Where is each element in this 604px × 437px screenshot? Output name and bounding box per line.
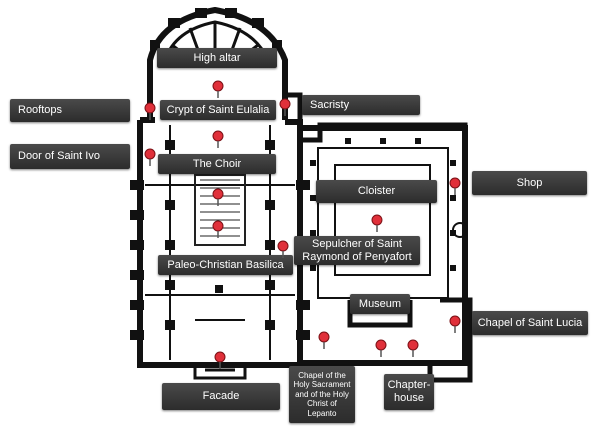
map-pin-icon[interactable]: [212, 80, 224, 98]
map-pin-icon[interactable]: [375, 339, 387, 357]
map-pin-icon[interactable]: [318, 331, 330, 349]
facade-entrance: [193, 365, 247, 380]
label-the-choir[interactable]: The Choir: [158, 154, 276, 174]
map-pin-icon[interactable]: [449, 315, 461, 333]
map-pin-icon[interactable]: [212, 188, 224, 206]
label-chapel-saint-lucia[interactable]: Chapel of Saint Lucia: [472, 311, 588, 335]
label-sacristy[interactable]: Sacristy: [302, 95, 420, 115]
map-pin-icon[interactable]: [214, 351, 226, 369]
label-crypt-saint-eulalia[interactable]: Crypt of Saint Eulalia: [160, 100, 276, 120]
map-pin-icon[interactable]: [371, 214, 383, 232]
label-museum[interactable]: Museum: [350, 294, 410, 314]
label-shop[interactable]: Shop: [472, 171, 587, 195]
corner-tower: [452, 222, 468, 238]
label-paleo-christian-basilica[interactable]: Paleo-Christian Basilica: [158, 255, 293, 275]
map-pin-icon[interactable]: [407, 339, 419, 357]
nave-columns: [165, 140, 275, 330]
label-chapter-house[interactable]: Chapter- house: [384, 374, 434, 410]
map-pin-icon[interactable]: [212, 130, 224, 148]
label-rooftops[interactable]: Rooftops: [10, 99, 130, 122]
map-pin-icon[interactable]: [279, 98, 291, 116]
map-pin-icon[interactable]: [144, 102, 156, 120]
label-facade[interactable]: Facade: [162, 383, 280, 410]
map-pin-icon[interactable]: [449, 177, 461, 195]
map-pin-icon[interactable]: [277, 240, 289, 258]
label-high-altar[interactable]: High altar: [157, 48, 277, 68]
map-pin-icon[interactable]: [144, 148, 156, 166]
label-door-saint-ivo[interactable]: Door of Saint Ivo: [10, 144, 130, 169]
map-pin-icon[interactable]: [212, 220, 224, 238]
apse-chapels: [150, 8, 282, 50]
label-sepulcher[interactable]: Sepulcher of Saint Raymond of Penyafort: [294, 236, 420, 265]
label-chapel-holy-sacrament[interactable]: Chapel of the Holy Sacrament and of the …: [289, 366, 355, 423]
label-cloister[interactable]: Cloister: [316, 180, 437, 203]
